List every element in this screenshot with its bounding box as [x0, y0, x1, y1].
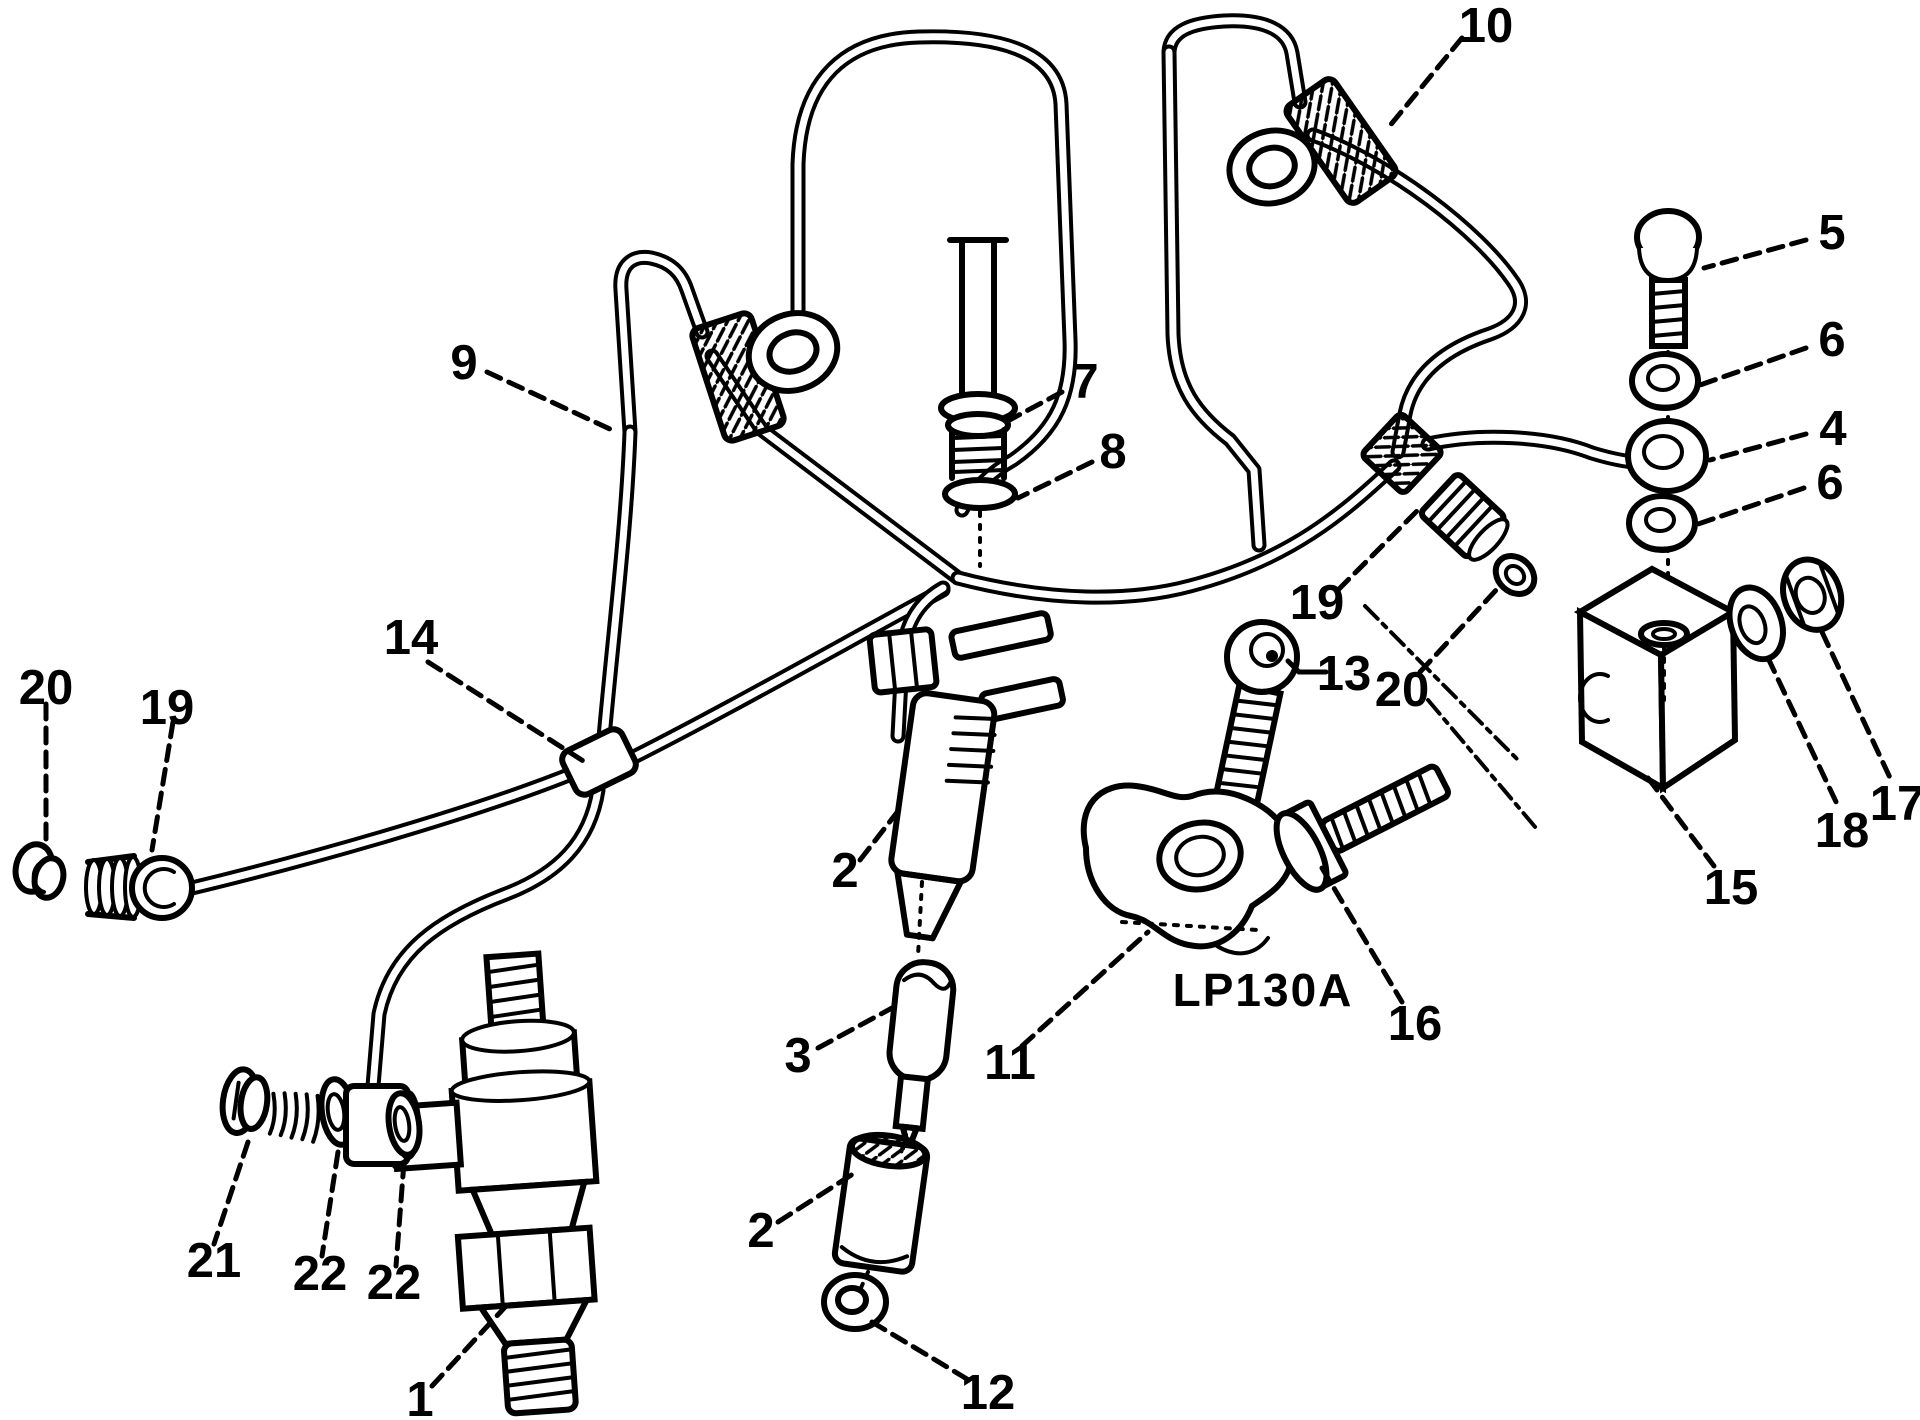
callout-18: 18: [1815, 804, 1870, 858]
stud-threads: [949, 427, 1007, 481]
callout-2-lower: 2: [747, 1204, 774, 1258]
callout-19-mid: 19: [1290, 576, 1345, 630]
part-17-nut: [1780, 556, 1845, 633]
part-11-clamp: [1080, 782, 1295, 956]
part-15-block: [1573, 565, 1740, 794]
part-18-washer: [1726, 584, 1786, 663]
part-5-bolt: [1634, 208, 1702, 630]
callout-22-b: 22: [367, 1256, 422, 1310]
callout-15: 15: [1704, 861, 1759, 915]
part-21-banjo-bolt: [219, 1066, 321, 1144]
callout-1: 1: [406, 1373, 433, 1420]
callout-17: 17: [1870, 777, 1920, 831]
figure-code-label: LP130A: [1173, 964, 1354, 1016]
part-20-ring-mid: [1492, 553, 1538, 597]
callout-20-left: 20: [19, 661, 74, 715]
callout-6-lower: 6: [1816, 456, 1843, 510]
callout-3: 3: [784, 1029, 811, 1083]
callout-13: 13: [1317, 647, 1372, 701]
part-1-injector: [383, 950, 600, 1417]
part-2-adapter-upper: [888, 690, 998, 942]
callout-22-a: 22: [293, 1247, 348, 1301]
callout-5: 5: [1818, 206, 1845, 260]
part-12-washer: [821, 1272, 889, 1332]
part-6-washer-upper: [1629, 351, 1701, 411]
callout-4: 4: [1819, 402, 1846, 456]
part-20-plug-left: [12, 841, 67, 901]
callout-19-left: 19: [140, 681, 195, 735]
pipe-clamp-right: [1226, 76, 1399, 207]
part-4-banjo-ring: [1625, 418, 1709, 494]
callout-21: 21: [187, 1234, 242, 1288]
callout-14: 14: [384, 611, 439, 665]
fuel-pipes: [184, 13, 1657, 1094]
leader-lines: [43, 35, 1895, 1389]
callout-11: 11: [984, 1036, 1036, 1090]
callout-6-upper: 6: [1818, 313, 1845, 367]
part-3-nozzle: [886, 959, 957, 1153]
part-16-hex-bolt: [1273, 763, 1451, 893]
callout-9: 9: [450, 336, 477, 390]
callout-labels: 1 2 2 3 4 5 6 6 7 8 9 10 11 12 13 14 15 …: [19, 0, 1920, 1420]
part-19-fitting-left: [84, 853, 195, 921]
part-8-seal-washer: [942, 477, 1018, 511]
callout-16: 16: [1388, 997, 1443, 1051]
pipe-clamp-left: [689, 310, 841, 444]
part-7-clamp-stud: [938, 237, 1066, 723]
callout-8: 8: [1099, 425, 1126, 479]
callout-7: 7: [1071, 355, 1098, 409]
callout-12: 12: [961, 1366, 1016, 1420]
part-13-socket-screw: [1212, 619, 1300, 809]
tee-junction: [559, 726, 639, 798]
pipe-union-nut: [866, 626, 940, 696]
part-22-washer-b: [385, 1090, 423, 1158]
part-6-washer-lower: [1626, 493, 1698, 553]
part-19-union-mid: [1360, 411, 1510, 562]
part-2-sleeve-lower: [831, 1131, 931, 1275]
callout-20-mid: 20: [1375, 663, 1430, 717]
callout-2-upper: 2: [831, 844, 858, 898]
callout-10: 10: [1459, 0, 1514, 53]
